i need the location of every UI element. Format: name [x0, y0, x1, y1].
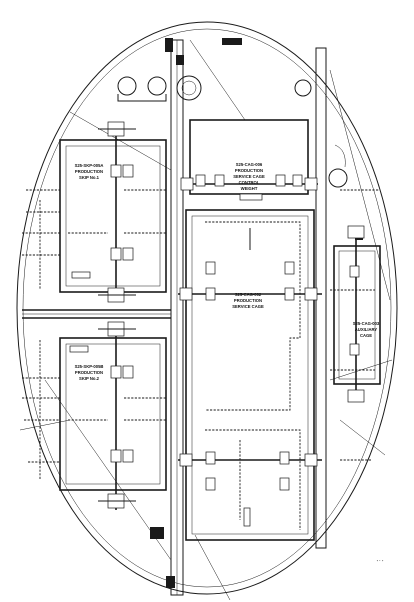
- service-cage-label-line-3: SERVICE CAGE: [232, 304, 264, 309]
- skip-1-label-line-2: PRODUCTION: [75, 169, 103, 174]
- skip-1-label-line-1: S25-SKP-005A: [75, 163, 104, 168]
- shaft-outer-wall: [16, 21, 398, 595]
- skip-2-label-line-3: SKIP No.2: [79, 376, 100, 381]
- control-cage-label-line-3: SERVICE CAGE: [233, 174, 265, 179]
- control-cage-label-line-4: CONTROL: [239, 180, 260, 185]
- control-cage-label-line-2: PRODUCTION: [235, 168, 263, 173]
- mid-bunton: [22, 309, 171, 319]
- service-cage-compartment: [178, 209, 322, 541]
- control-weight-compartment: [180, 119, 318, 201]
- auxiliary-cage-compartment: [330, 225, 381, 403]
- control-cage-label-line-1: S25-CAG-006: [236, 162, 263, 167]
- aux-cage-label-line-2: AUXILIARY: [355, 327, 378, 332]
- skip-2-label-line-2: PRODUCTION: [75, 370, 103, 375]
- skip-2-compartment: [22, 321, 167, 510]
- cable-routes: [39, 189, 380, 520]
- footer-mark: - · -: [377, 558, 384, 563]
- top-pipe-fittings: [117, 75, 348, 188]
- skip-1-compartment: [22, 121, 167, 303]
- service-cage-label-line-1: S25-CAG-002: [235, 292, 262, 297]
- skip-1-label-line-3: SKIP No.1: [79, 175, 100, 180]
- service-cage-label-line-2: PRODUCTION: [234, 298, 262, 303]
- skip-2-label-line-1: S25-SKP-005B: [75, 364, 104, 369]
- guide-lines: [19, 39, 393, 601]
- control-cage-label-line-5: WEIGHT: [241, 186, 258, 191]
- shaft-inner-wall: [22, 28, 392, 588]
- aux-cage-label-line-3: CAGE: [360, 333, 372, 338]
- aux-cage-label-line-1: S25-CAG-003: [353, 321, 380, 326]
